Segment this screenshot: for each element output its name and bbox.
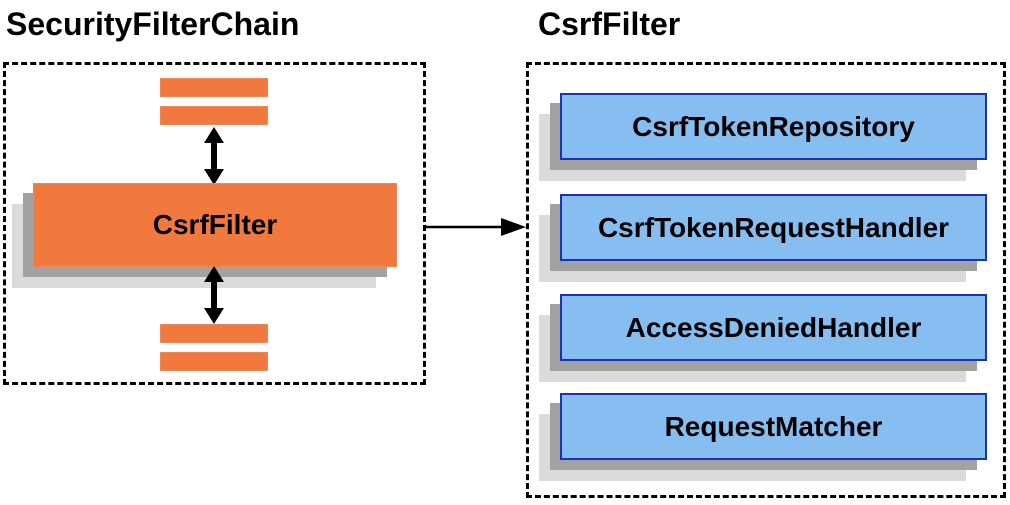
csrf-filter-panel: CsrfTokenRepository CsrfTokenRequestHand…: [526, 62, 1006, 498]
filter-placeholder-bar: [160, 106, 268, 125]
csrf-token-request-handler-label: CsrfTokenRequestHandler: [560, 194, 987, 261]
double-arrow-icon: [204, 127, 224, 185]
request-matcher-label: RequestMatcher: [560, 393, 987, 460]
access-denied-handler-label: AccessDeniedHandler: [560, 294, 987, 361]
component-box: RequestMatcher: [539, 393, 987, 481]
component-box: CsrfTokenRequestHandler: [539, 194, 987, 282]
right-arrow-connector-icon: [423, 218, 526, 236]
filter-placeholder-bar: [160, 324, 268, 343]
csrf-filter-box-label: CsrfFilter: [33, 183, 397, 267]
component-box: CsrfTokenRepository: [539, 93, 987, 181]
component-box: AccessDeniedHandler: [539, 294, 987, 382]
filter-placeholder-bar: [160, 78, 268, 97]
security-filter-chain-panel: CsrfFilter: [3, 62, 426, 385]
security-filter-chain-title: SecurityFilterChain: [6, 6, 300, 42]
csrf-token-repository-label: CsrfTokenRepository: [560, 93, 987, 160]
double-arrow-icon: [204, 266, 224, 324]
csrf-filter-box: CsrfFilter: [12, 183, 397, 288]
csrf-filter-title: CsrfFilter: [538, 6, 681, 42]
filter-placeholder-bar: [160, 352, 268, 371]
